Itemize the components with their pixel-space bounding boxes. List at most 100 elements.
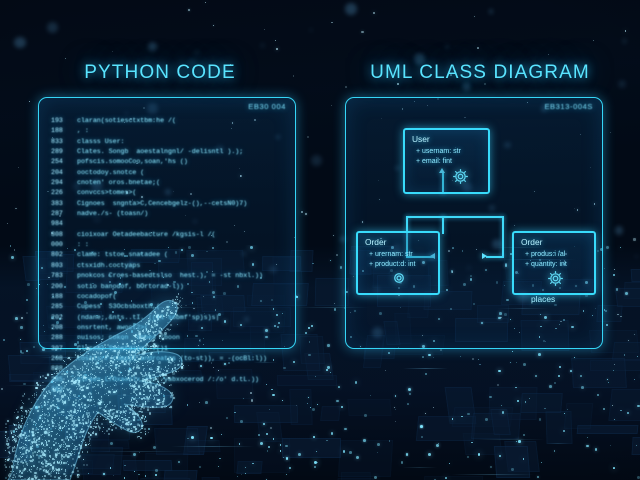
hand-particle <box>41 439 43 440</box>
hand-particle <box>179 358 181 360</box>
hand-particle <box>60 447 62 449</box>
hand-particle <box>78 405 81 408</box>
hand-particle <box>78 381 80 383</box>
spark-particle <box>472 358 474 360</box>
hand-particle <box>5 437 6 438</box>
hand-particle <box>157 368 159 370</box>
uml-class-order-right[interactable]: Order + produs:i /al + quantity: int <box>512 231 596 295</box>
hand-particle <box>85 350 88 353</box>
hand-particle <box>96 412 99 415</box>
hand-particle <box>11 440 13 441</box>
hand-particle <box>130 403 133 406</box>
hand-particle <box>80 397 82 399</box>
hand-particle <box>158 315 162 319</box>
hand-particle <box>138 362 140 364</box>
hand-particle <box>114 350 117 353</box>
hand-particle <box>84 371 86 373</box>
hand-particle <box>138 403 141 406</box>
hand-particle <box>57 471 60 473</box>
hand-particle <box>122 426 124 428</box>
hand-particle <box>72 442 73 444</box>
hand-particle <box>95 383 97 385</box>
hand-particle <box>74 465 76 468</box>
hand-particle <box>43 413 47 417</box>
spark-particle <box>300 211 303 214</box>
bokeh-particle <box>194 50 201 57</box>
hand-particle <box>137 430 139 432</box>
hand-particle <box>106 375 108 377</box>
hand-particle <box>31 401 32 403</box>
hand-particle <box>12 462 14 464</box>
hand-particle <box>44 465 47 468</box>
hand-particle <box>163 389 165 392</box>
hand-particle <box>146 365 148 367</box>
hand-particle <box>92 432 94 435</box>
hand-particle <box>173 364 176 367</box>
spark-particle <box>361 31 364 34</box>
hand-particle <box>145 382 147 385</box>
hand-particle <box>16 455 18 457</box>
hand-particle <box>82 419 84 421</box>
uml-attribute: + urernam: str <box>369 251 413 258</box>
hand-particle <box>108 432 111 436</box>
hand-particle <box>145 352 147 355</box>
hand-particle <box>43 449 46 452</box>
hand-particle <box>30 420 32 422</box>
hand-particle <box>39 470 40 472</box>
hand-particle <box>56 448 58 450</box>
hand-particle <box>130 424 132 427</box>
uml-class-user[interactable]: User + usernam: str + email: fint <box>403 128 490 194</box>
hand-particle <box>41 456 43 458</box>
hand-particle <box>91 367 93 368</box>
hand-particle <box>48 473 50 475</box>
spark-particle <box>611 404 613 406</box>
spark-particle <box>547 53 549 55</box>
hand-particle <box>141 330 144 333</box>
hand-particle <box>89 361 91 363</box>
hand-particle <box>40 450 43 454</box>
hand-particle <box>22 443 24 445</box>
hand-particle <box>148 400 151 403</box>
hand-particle <box>136 346 138 347</box>
hand-particle <box>54 395 56 397</box>
hand-particle <box>119 406 122 409</box>
hand-particle <box>129 349 131 351</box>
spark-particle <box>432 406 434 408</box>
hand-particle <box>55 425 58 428</box>
hand-particle <box>158 331 161 334</box>
uml-panel[interactable]: EB313-004S User + usernam: str + email: … <box>345 97 603 349</box>
spark-particle <box>439 349 442 352</box>
hand-particle <box>75 396 78 399</box>
hand-particle <box>51 373 54 376</box>
hand-particle <box>110 386 112 388</box>
hand-particle <box>72 471 74 474</box>
hand-particle <box>41 448 43 450</box>
hand-particle <box>63 448 65 450</box>
hand-particle <box>83 418 86 420</box>
hand-particle <box>70 395 72 397</box>
hand-particle <box>60 419 63 422</box>
hand-particle <box>176 298 178 300</box>
hand-particle <box>20 456 23 459</box>
hand-particle <box>86 451 89 454</box>
spark-particle <box>64 57 66 59</box>
hand-particle <box>63 393 66 396</box>
uml-class-order-left[interactable]: Order + urernam: str + product:d: int <box>356 231 440 295</box>
code-line: 188, : <box>51 127 89 135</box>
hand-particle <box>156 320 158 322</box>
hand-particle <box>47 469 49 472</box>
hand-particle <box>26 413 27 414</box>
hand-particle <box>113 391 116 394</box>
hand-particle <box>70 375 72 378</box>
hand-particle <box>105 347 106 348</box>
hand-particle <box>134 407 135 409</box>
hand-particle <box>55 437 57 439</box>
hand-particle <box>142 385 144 387</box>
bokeh-particle <box>308 27 314 32</box>
hand-particle <box>181 298 183 300</box>
hand-particle <box>70 465 73 468</box>
hand-particle <box>50 435 53 437</box>
hand-particle <box>101 396 103 398</box>
